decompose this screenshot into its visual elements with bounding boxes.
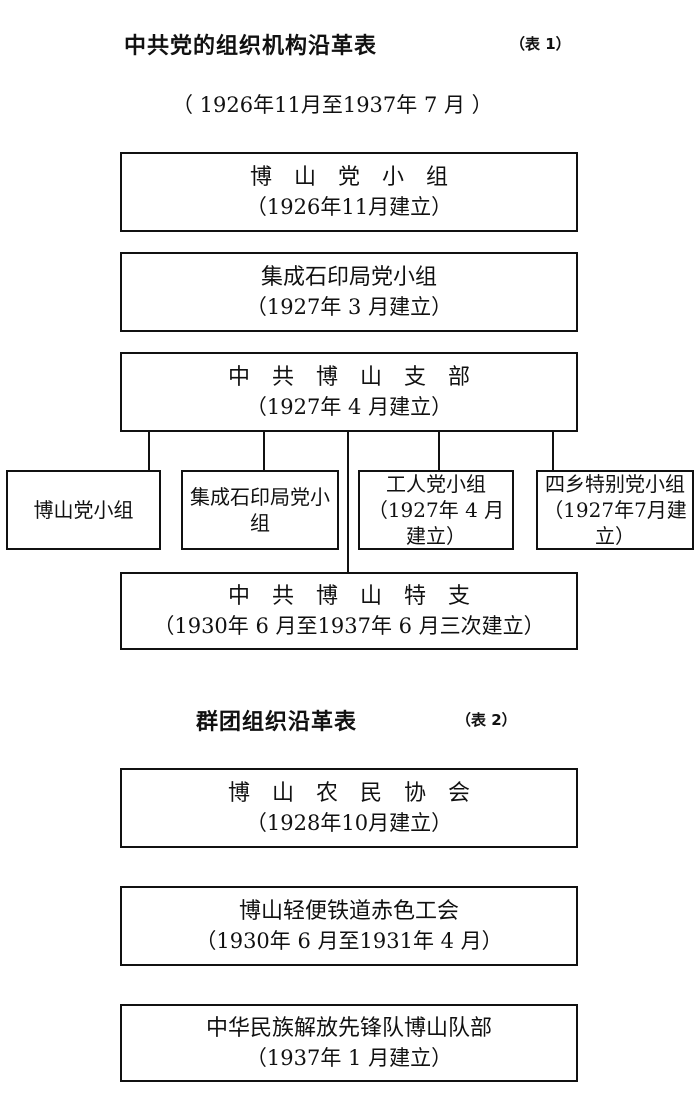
- branch-box-text: 集成石印局党小 组: [190, 485, 350, 535]
- org-box-jicheng-party-group: 集成石印局党小组 （1927年 3 月建立）: [120, 252, 578, 332]
- org-box-name: 中 共 博 山 支 部: [227, 365, 470, 390]
- table1-tag: （表 1）: [510, 35, 571, 53]
- org-box-date: （1930年 6 月至1931年 4 月）: [195, 929, 503, 953]
- org-box-peasant-association: 博 山 农 民 协 会 （1928年10月建立）: [120, 768, 578, 848]
- org-box-date: （1927年 3 月建立）: [245, 295, 453, 319]
- org-box-date: （1930年 6 月至1937年 6 月三次建立）: [153, 614, 545, 638]
- connector-line: [347, 432, 349, 572]
- org-box-vanguard-team: 中华民族解放先锋队博山队部 （1937年 1 月建立）: [120, 1004, 578, 1082]
- branch-box-text: 博山党小组: [33, 498, 134, 522]
- org-box-date: （1928年10月建立）: [245, 811, 453, 835]
- org-box-name: 集成石印局党小组: [260, 265, 437, 290]
- branch-box-text: 四乡特别党小组（1927年7月建立）: [543, 472, 687, 548]
- org-box-name: 博 山 党 小 组: [249, 165, 448, 190]
- branch-box-boshan-party-group: 博山党小组: [6, 470, 161, 550]
- connector-line: [263, 432, 265, 470]
- branch-box-four-township-party-group: 四乡特别党小组（1927年7月建立）: [536, 470, 694, 550]
- org-box-name: 中 共 博 山 特 支: [227, 584, 470, 609]
- org-box-date: （1937年 1 月建立）: [245, 1046, 453, 1070]
- branch-box-text: 工人党小组（1927年 4 月建立）: [367, 472, 505, 548]
- org-box-boshan-party-group: 博 山 党 小 组 （1926年11月建立）: [120, 152, 578, 232]
- connector-line: [438, 432, 440, 470]
- org-box-name: 博 山 农 民 协 会: [227, 781, 470, 806]
- connector-line: [552, 432, 554, 470]
- org-box-name: 博山轻便铁道赤色工会: [238, 899, 459, 924]
- org-box-date: （1926年11月建立）: [245, 195, 453, 219]
- org-box-railway-red-union: 博山轻便铁道赤色工会 （1930年 6 月至1931年 4 月）: [120, 886, 578, 966]
- org-box-boshan-special-branch: 中 共 博 山 特 支 （1930年 6 月至1937年 6 月三次建立）: [120, 572, 578, 650]
- branch-box-workers-party-group: 工人党小组（1927年 4 月建立）: [358, 470, 514, 550]
- branch-box-jicheng-party-group: 集成石印局党小 组: [181, 470, 350, 550]
- table2-tag: （表 2）: [456, 711, 517, 729]
- table1-title: 中共党的组织机构沿革表: [124, 34, 378, 59]
- connector-line: [148, 432, 150, 470]
- org-box-boshan-branch: 中 共 博 山 支 部 （1927年 4 月建立）: [120, 352, 578, 432]
- org-box-name: 中华民族解放先锋队博山队部: [205, 1016, 492, 1041]
- table1-period: （ 1926年11月至1937年 7 月 ）: [172, 93, 493, 117]
- org-box-date: （1927年 4 月建立）: [245, 395, 453, 419]
- table2-title: 群团组织沿革表: [196, 710, 358, 735]
